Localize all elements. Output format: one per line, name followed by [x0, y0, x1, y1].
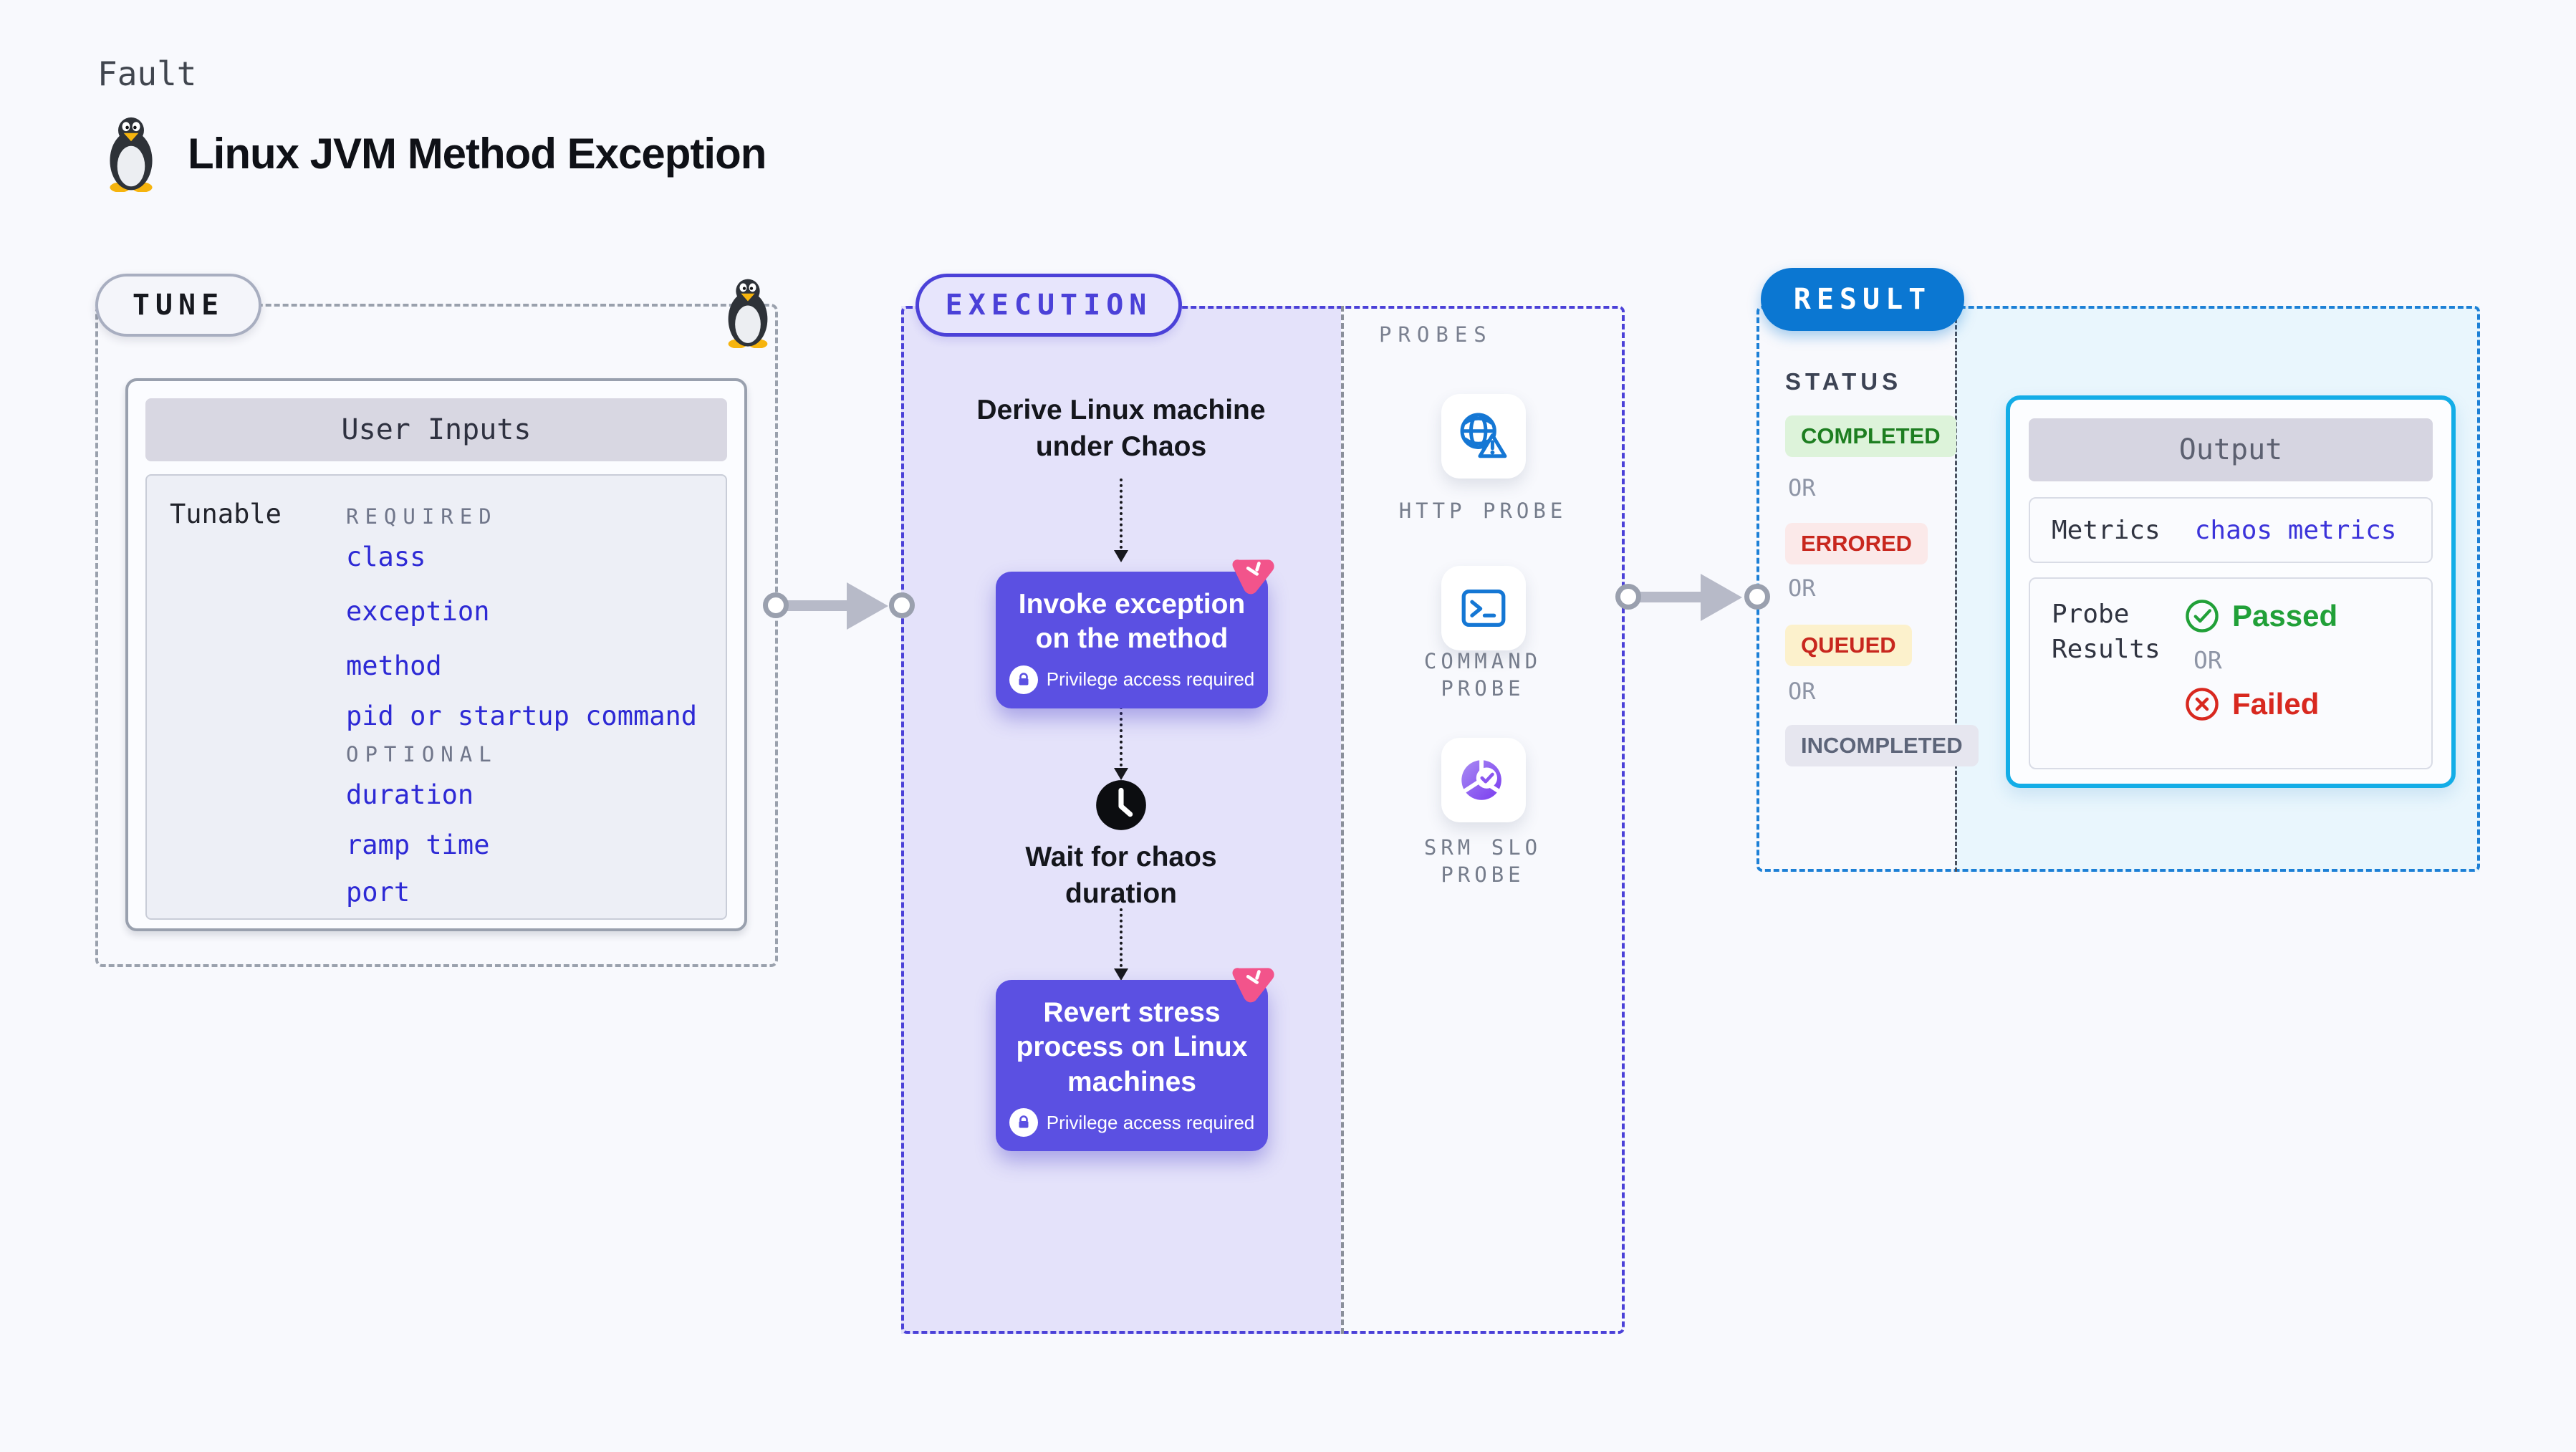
privilege-label: Privilege access required [1046, 1111, 1255, 1133]
status-badge-incompleted: INCOMPLETED [1785, 725, 1979, 766]
status-output-divider [1955, 306, 1957, 872]
status-or: OR [1788, 678, 1816, 705]
linux-penguin-icon [100, 115, 162, 192]
lock-icon [1009, 1108, 1038, 1138]
user-inputs-title: User Inputs [145, 398, 727, 461]
status-badge-completed: COMPLETED [1785, 415, 1956, 457]
status-label: STATUS [1785, 368, 1903, 395]
command-probe-label: COMMAND PROBE [1423, 649, 1542, 701]
status-badge-queued: QUEUED [1785, 625, 1912, 666]
tunable-link-duration[interactable]: duration [346, 779, 474, 810]
http-probe-card[interactable] [1441, 394, 1526, 479]
execution-probes-divider [1341, 306, 1344, 1334]
slo-donut-check-icon [1461, 759, 1501, 800]
command-probe-card[interactable] [1441, 566, 1526, 650]
wait-clock-icon [1094, 778, 1148, 832]
privilege-label: Privilege access required [1046, 668, 1255, 691]
failed-label: Failed [2232, 687, 2320, 721]
http-probe-label: HTTP PROBE [1398, 499, 1567, 523]
execution-section-box [901, 306, 1625, 1334]
chaos-badge-icon [1232, 968, 1274, 1003]
required-label: REQUIRED [346, 504, 498, 529]
tunable-link-pid-or-startup-command[interactable]: pid or startup command [346, 701, 698, 731]
tunables-panel: Tunable REQUIRED class exception method … [145, 474, 727, 920]
passed-verdict: Passed [2183, 597, 2337, 635]
lock-icon [1009, 665, 1038, 694]
tune-section-box [95, 304, 778, 967]
status-badge-errored: ERRORED [1785, 523, 1928, 564]
invoke-exception-node: Invoke exception on the method Privilege… [996, 572, 1268, 708]
srm-slo-probe-card[interactable] [1441, 738, 1526, 822]
tunable-link-exception[interactable]: exception [346, 596, 490, 627]
wait-duration-step: Wait for chaos duration [1025, 842, 1217, 909]
page-title: Linux JVM Method Exception [188, 129, 766, 178]
status-or: OR [1788, 474, 1816, 501]
execution-pill: EXECUTION [915, 274, 1182, 337]
derive-machine-step: Derive Linux machine under Chaos [976, 395, 1266, 462]
metrics-row: Metrics chaos metrics [2029, 497, 2433, 563]
probe-results-label: Probe Results [2052, 600, 2161, 664]
tune-pill: TUNE [95, 274, 261, 337]
connector-dotted-line [1120, 701, 1123, 766]
title-row: Linux JVM Method Exception [100, 115, 766, 192]
result-pill: RESULT [1761, 268, 1964, 331]
revert-stress-title: Revert stress process on Linux machines [1016, 997, 1248, 1097]
probe-results-row: Probe Results Passed OR Failed [2029, 577, 2433, 769]
connector-dotted-line [1120, 479, 1123, 549]
privilege-row: Privilege access required [1009, 665, 1255, 694]
probe-results-values: Passed OR Failed [2183, 597, 2337, 749]
probes-label: PROBES [1379, 322, 1493, 347]
linux-penguin-icon [719, 277, 777, 348]
output-card: Output Metrics chaos metrics Probe Resul… [2006, 395, 2456, 788]
failed-verdict: Failed [2183, 686, 2337, 723]
connector-arrowhead [1114, 968, 1128, 981]
privilege-row: Privilege access required [1009, 1108, 1255, 1138]
output-title: Output [2029, 418, 2433, 481]
tunable-link-class[interactable]: class [346, 542, 426, 572]
chaos-badge-icon [1232, 559, 1274, 595]
fault-kicker: Fault [97, 54, 197, 93]
globe-alert-icon [1460, 413, 1507, 458]
check-circle-icon [2186, 600, 2219, 633]
srm-slo-probe-label: SRM SLO PROBE [1423, 835, 1542, 887]
passed-label: Passed [2232, 599, 2338, 633]
metrics-label: Metrics [2052, 515, 2161, 545]
optional-label: OPTIONAL [346, 742, 498, 766]
verdict-or: OR [2193, 646, 2222, 674]
user-inputs-card: User Inputs Tunable REQUIRED class excep… [125, 378, 747, 931]
connector-arrowhead [1114, 768, 1128, 780]
tunable-link-method[interactable]: method [346, 650, 442, 681]
chaos-metrics-link[interactable]: chaos metrics [2194, 515, 2397, 545]
status-or: OR [1788, 574, 1816, 602]
terminal-icon [1461, 589, 1506, 628]
revert-stress-node: Revert stress process on Linux machines … [996, 980, 1268, 1152]
x-circle-icon [2186, 688, 2219, 721]
tunable-link-port[interactable]: port [346, 877, 410, 908]
tunable-link-ramp-time[interactable]: ramp time [346, 830, 490, 860]
connector-dotted-line [1120, 908, 1123, 967]
invoke-exception-title: Invoke exception on the method [1018, 589, 1246, 655]
connector-arrowhead [1114, 550, 1128, 562]
tunable-label: Tunable [170, 499, 282, 529]
